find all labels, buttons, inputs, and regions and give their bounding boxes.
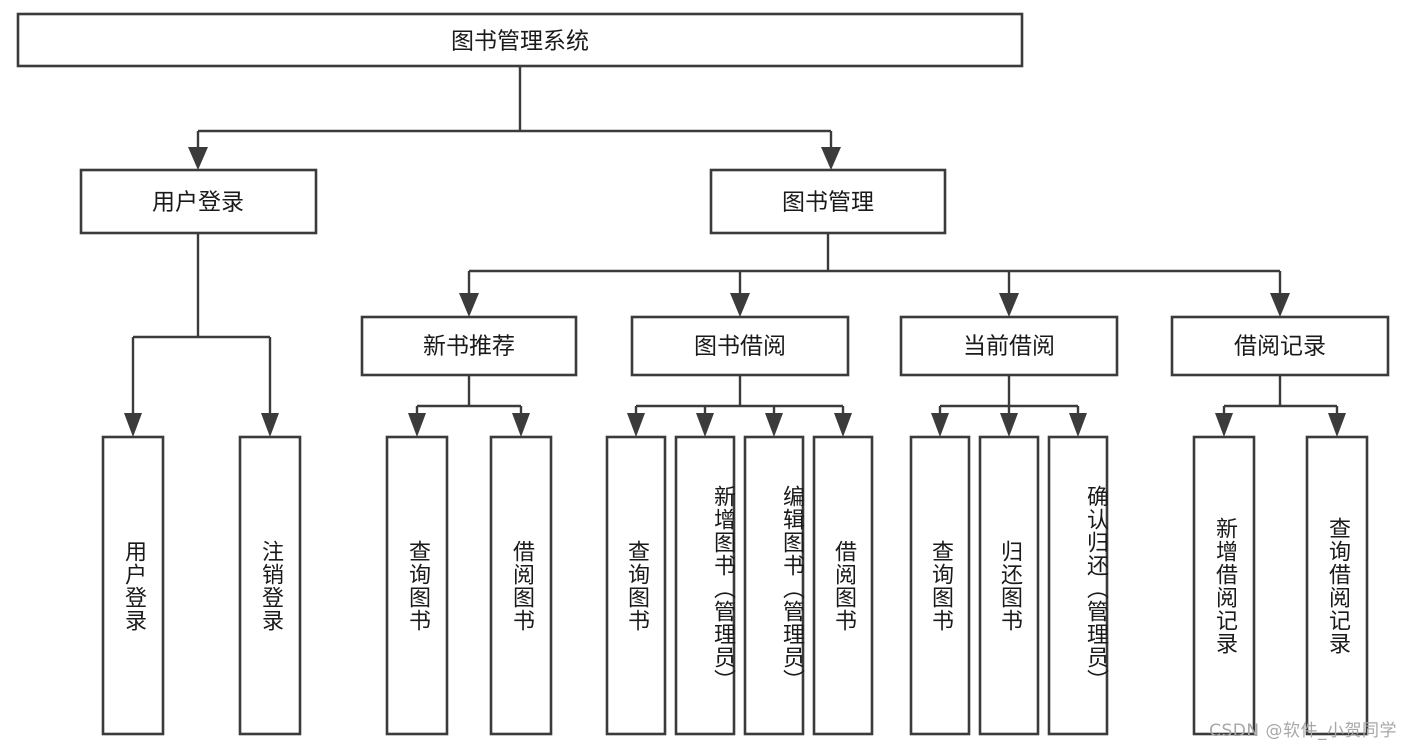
connector-group-root-to-level2	[188, 66, 841, 170]
node-box-leaf-bb-query-book[interactable]	[605, 435, 667, 736]
arrow-head-leaf-user-login	[124, 413, 142, 437]
node-box-leaf-bb-borrow-book[interactable]	[812, 435, 874, 736]
arrow-head-br-query-record	[1328, 413, 1346, 437]
arrow-head-book-manage	[821, 147, 841, 170]
node-label-book-borrow: 图书借阅	[694, 334, 786, 360]
node-box-new-book-recommend[interactable]	[360, 315, 578, 377]
node-label-new-book-recommend: 新书推荐	[423, 334, 515, 360]
arrow-head-user-login	[188, 147, 208, 170]
node-box-user-login[interactable]	[79, 168, 318, 235]
node-box-book-borrow[interactable]	[630, 315, 850, 377]
node-box-book-manage[interactable]	[709, 168, 947, 235]
arrow-head-bb-borrow-book	[834, 413, 852, 437]
node-box-borrow-record[interactable]	[1170, 315, 1390, 377]
node-box-root[interactable]	[16, 12, 1024, 68]
arrow-head-leaf-logout	[261, 413, 279, 437]
arrow-head-br-add-record	[1215, 413, 1233, 437]
node-label-book-manage: 图书管理	[782, 190, 874, 216]
arrow-head-borrow-record	[1270, 293, 1290, 317]
csdn-watermark: CSDN @软件_小贺同学	[1209, 721, 1397, 741]
node-label-borrow-record: 借阅记录	[1234, 334, 1326, 360]
node-box-leaf-cb-return-book[interactable]	[978, 435, 1040, 736]
connector-group-user-login-leaves	[124, 233, 279, 437]
connector-group-borrow-record-leaves	[1215, 375, 1346, 437]
connector-group-new-book-leaves	[408, 375, 530, 437]
arrow-head-book-borrow	[730, 293, 750, 317]
node-box-leaf-cb-query-book[interactable]	[909, 435, 971, 736]
node-box-leaf-logout[interactable]	[238, 435, 302, 736]
arrow-head-cb-query-book	[931, 413, 949, 437]
connector-group-current-borrow-leaves	[931, 375, 1087, 437]
node-box-leaf-br-add-record[interactable]	[1192, 435, 1256, 736]
node-box-leaf-br-query-record[interactable]	[1305, 435, 1369, 736]
arrow-head-cb-return-book	[1000, 413, 1018, 437]
node-box-leaf-bb-add-book[interactable]	[674, 435, 736, 736]
arrow-head-nb-borrow-book	[512, 413, 530, 437]
node-box-current-borrow[interactable]	[899, 315, 1119, 377]
connector-group-book-manage-to-level3	[459, 233, 1290, 317]
arrow-head-new-book	[459, 293, 479, 317]
arrow-head-bb-edit-book	[765, 413, 783, 437]
arrow-head-bb-add-book	[696, 413, 714, 437]
node-label-user-login: 用户登录	[152, 190, 244, 216]
node-box-leaf-nb-borrow-book[interactable]	[489, 435, 553, 736]
node-box-leaf-cb-confirm-return[interactable]	[1047, 435, 1109, 736]
connector-group-book-borrow-leaves	[627, 375, 852, 437]
node-box-leaf-user-login[interactable]	[101, 435, 165, 736]
arrow-head-nb-query-book	[408, 413, 426, 437]
node-label-root: 图书管理系统	[451, 29, 589, 55]
arrow-head-bb-query-book	[627, 413, 645, 437]
node-label-current-borrow: 当前借阅	[963, 334, 1055, 360]
arrow-head-current-borrow	[999, 293, 1019, 317]
node-box-leaf-nb-query-book[interactable]	[385, 435, 449, 736]
node-box-leaf-bb-edit-book[interactable]	[743, 435, 805, 736]
arrow-head-cb-confirm-return	[1069, 413, 1087, 437]
